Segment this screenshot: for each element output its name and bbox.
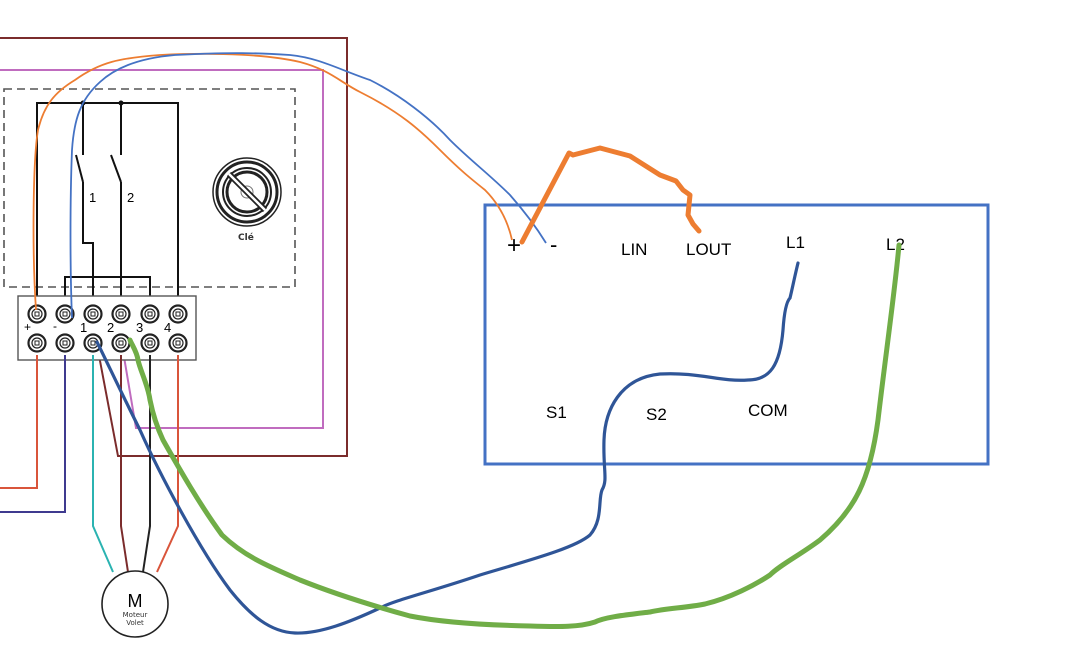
terminal-screw [55,304,75,324]
switch-2-label: 2 [127,190,134,205]
module-terminal-s2: S2 [646,405,667,424]
module-terminal-l1: L1 [786,233,805,252]
motor-label-line1: Moteur [123,611,148,619]
terminal-screw [83,304,103,324]
teal-motor-wire [92,355,114,573]
red-motor-wire [156,355,179,573]
black-motor-wire [142,355,151,573]
terminal-screw [111,304,131,324]
terminal-screw [168,333,188,353]
key-lock-icon [212,157,282,227]
terminal-labels: + - 1 2 3 4 [24,319,171,335]
dark-blue-l1-wire [95,261,800,635]
terminal-screw [55,333,75,353]
green-l2-wire [127,242,902,630]
module-terminal-s1: S1 [546,403,567,422]
orange-plus-wire [32,52,513,311]
terminal-screw [140,304,160,324]
red-supply-wire [0,355,38,489]
terminal-label-2: 2 [107,320,114,335]
terminal-screw [27,333,47,353]
pink-frame-wire [0,69,324,429]
purple-supply-wire [0,355,66,513]
terminal-label-plus: + [24,320,31,334]
switch-housing-dashed [3,88,296,288]
switch-1-label: 1 [89,190,96,205]
blue-minus-wire [69,52,547,319]
terminal-screw [140,333,160,353]
terminal-screw [27,304,47,324]
junction-dot [118,100,124,106]
terminal-label-3: 3 [136,320,143,335]
module-terminal-lout: LOUT [686,240,731,259]
terminal-screw [168,304,188,324]
orange-bridge-wire [519,145,702,245]
module-terminal-plus: + [507,232,521,259]
terminal-screw [111,333,131,353]
module-terminal-l2: L2 [886,235,905,254]
key-label: Clé [238,232,254,243]
module-terminal-lin: LIN [621,240,647,259]
switch-internal-wiring [36,102,179,310]
module-terminal-minus: - [550,232,557,257]
terminal-screws [27,304,188,353]
terminal-block [17,295,197,361]
motor-symbol [101,570,169,638]
terminal-label-1: 1 [80,320,87,335]
motor-letter: M [128,591,143,611]
terminal-label-4: 4 [164,320,171,335]
motor-label-line2: Volet [126,619,144,627]
shutter-module-box [483,203,990,466]
maroon-motor-wire [120,355,129,573]
maroon-frame-wire [0,37,348,457]
module-terminal-com: COM [748,401,788,420]
terminal-label-minus: - [53,319,57,333]
